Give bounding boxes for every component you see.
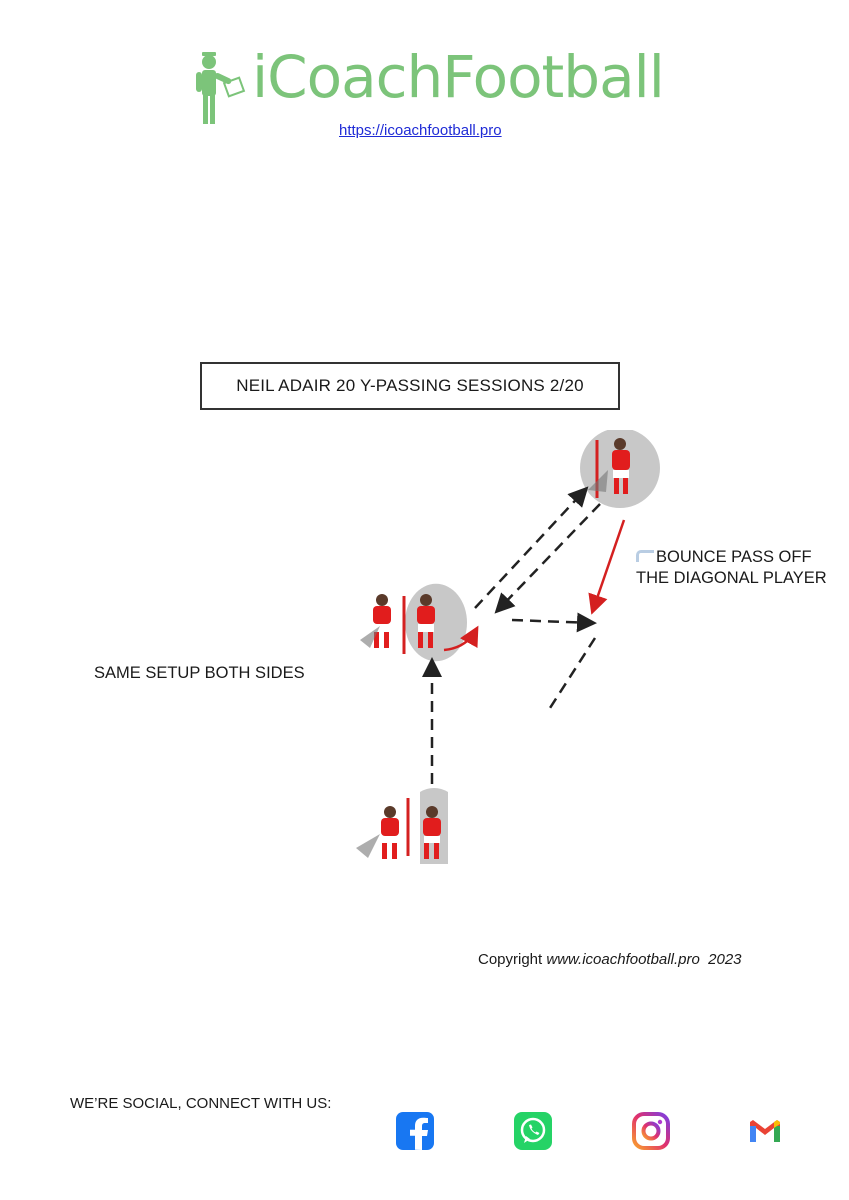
receiving-player-icon — [360, 583, 467, 662]
run-line-diagonal — [548, 637, 597, 709]
whatsapp-icon[interactable] — [514, 1112, 552, 1150]
session-title-text: NEIL ADAIR 20 Y-PASSING SESSIONS 2/20 — [236, 376, 584, 395]
same-setup-label: SAME SETUP BOTH SIDES — [94, 664, 305, 682]
social-label: WE’RE SOCIAL, CONNECT WITH US: — [70, 1095, 332, 1112]
session-title: NEIL ADAIR 20 Y-PASSING SESSIONS 2/20 — [200, 362, 620, 410]
instagram-icon[interactable] — [632, 1112, 670, 1150]
comment-mark-icon — [636, 550, 654, 562]
copyright-site: www.icoachfootball.pro — [546, 951, 700, 968]
run-arrow-right — [511, 612, 597, 633]
bounce-pass-text: BOUNCE PASS OFF THE DIAGONAL PLAYER — [636, 548, 827, 587]
logo-coach-icon — [196, 52, 246, 124]
copyright-year: 2023 — [708, 951, 742, 968]
drill-diagram — [356, 430, 660, 864]
bounce-pass-label: BOUNCE PASS OFF THE DIAGONAL PLAYER — [636, 547, 836, 589]
bounce-pass-red-arrow — [588, 519, 626, 615]
starting-player-icon — [356, 787, 448, 864]
gmail-icon[interactable] — [746, 1112, 784, 1150]
pass-arrow-to-diagonal — [474, 486, 589, 609]
copyright: Copyright www.icoachfootball.pro 2023 — [478, 951, 742, 968]
turn-red-arrow — [443, 625, 479, 652]
logo-text: iCoachFootball — [252, 43, 665, 111]
copyright-prefix: Copyright — [478, 951, 547, 968]
diagonal-player-icon — [580, 430, 660, 508]
facebook-icon[interactable] — [396, 1112, 434, 1150]
pass-arrow-return — [494, 503, 601, 614]
site-link[interactable]: https://icoachfootball.pro — [339, 122, 502, 139]
